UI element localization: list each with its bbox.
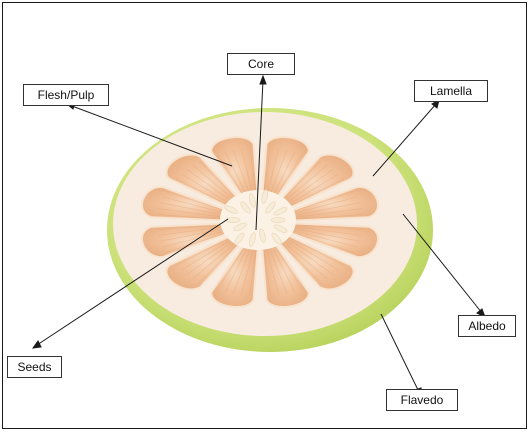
flavedo-leader-line bbox=[381, 314, 421, 396]
seed bbox=[226, 217, 240, 222]
flavedo-label: Flavedo bbox=[386, 389, 458, 411]
seed bbox=[271, 217, 285, 222]
lamella-label: Lamella bbox=[414, 80, 488, 102]
albedo-label: Albedo bbox=[458, 315, 516, 337]
flesh-pulp-label: Flesh/Pulp bbox=[23, 84, 109, 106]
seeds-label: Seeds bbox=[7, 356, 62, 378]
core-label: Core bbox=[227, 53, 295, 75]
pomelo-fruit bbox=[107, 108, 433, 352]
